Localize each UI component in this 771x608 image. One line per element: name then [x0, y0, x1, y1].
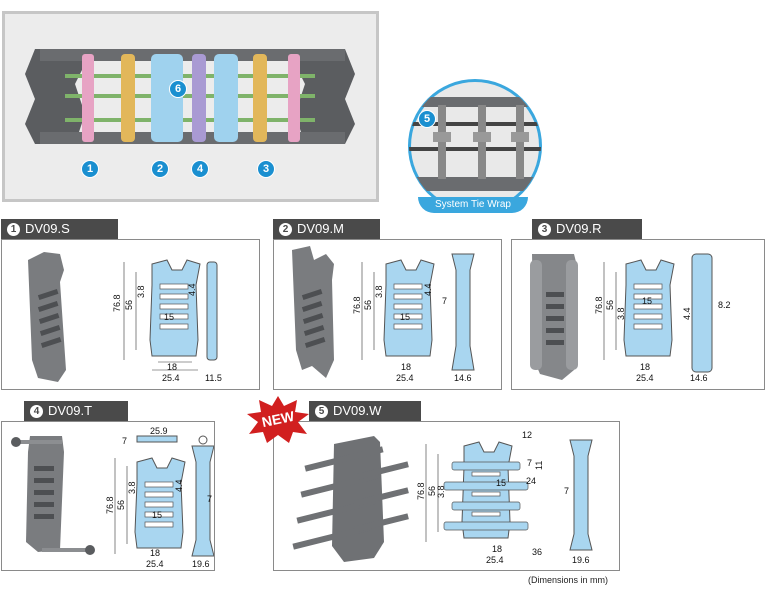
dim-8-2: 8.2: [718, 300, 731, 310]
dim-25-4: 25.4: [146, 559, 164, 569]
dim-7: 7: [442, 296, 447, 306]
dim-12: 12: [522, 430, 532, 440]
panel-dv09r: 76.8 56 3.8 4.4 15 8.2 18 25.4 14.6: [511, 239, 765, 390]
tab-dv09s: 1 DV09.S: [1, 219, 118, 239]
tab-number: 2: [279, 223, 292, 236]
tie-wrap-zoom-drawing: [408, 79, 542, 213]
dim-7-top: 7: [122, 436, 127, 446]
tie-wrap-label: System Tie Wrap: [418, 197, 528, 213]
new-badge: NEW: [245, 394, 311, 444]
badge-2: 2: [151, 160, 169, 178]
dim-18: 18: [167, 362, 177, 372]
dim-18: 18: [150, 548, 160, 558]
dim-4-4: 4.4: [174, 479, 184, 492]
dim-19-6: 19.6: [572, 555, 590, 565]
dim-7-small: 7: [527, 458, 532, 468]
dv09s-drawing: 76.8 56 3.8 4.4 15 18 25.4 11.5: [28, 252, 222, 383]
dim-36: 36: [532, 547, 542, 557]
badge-6: 6: [169, 80, 187, 98]
dim-4-4: 4.4: [682, 307, 692, 320]
dim-7: 7: [564, 486, 569, 496]
dim-76-8: 76.8: [416, 482, 426, 500]
dim-14-6: 14.6: [454, 373, 472, 383]
dim-56: 56: [363, 300, 373, 310]
chain-cross-section-drawing: [25, 49, 355, 144]
dv09r-drawing: 76.8 56 3.8 4.4 15 8.2 18 25.4 14.6: [530, 253, 731, 383]
dim-3-8: 3.8: [127, 481, 137, 494]
dim-4-4: 4.4: [187, 283, 197, 296]
dim-11: 11: [534, 461, 544, 470]
badge-4: 4: [191, 160, 209, 178]
tab-dv09w: 5 DV09.W: [309, 401, 421, 421]
tab-number: 5: [315, 405, 328, 418]
dim-14-6: 14.6: [690, 373, 708, 383]
dim-76-8: 76.8: [105, 496, 115, 514]
panel-dv09w: 76.8 56 3.8 12 11 7 24 15 7 18 25.4 36 1…: [273, 421, 620, 571]
dim-18: 18: [401, 362, 411, 372]
dim-18: 18: [492, 544, 502, 554]
panel-dv09s: 76.8 56 3.8 4.4 15 18 25.4 11.5: [1, 239, 260, 390]
dv09m-drawing: 76.8 56 3.8 4.4 15 7 18 25.4 14.6: [292, 246, 475, 383]
dim-15: 15: [496, 478, 506, 488]
dim-56: 56: [116, 500, 126, 510]
tab-title: DV09.S: [25, 221, 70, 236]
panel-dv09t: 25.9 7 76.8 56 3.8 4.4 15 7 18 25.4 19.6: [1, 421, 215, 571]
dim-3-8: 3.8: [436, 485, 446, 498]
dim-4-4: 4.4: [423, 283, 433, 296]
dim-56: 56: [427, 486, 437, 496]
dim-24: 24: [526, 476, 536, 486]
chain-cross-section-panel: 1 2 3 4 6: [2, 11, 379, 202]
dim-3-8: 3.8: [136, 285, 146, 298]
tab-title: DV09.W: [333, 403, 382, 418]
badge-5: 5: [418, 110, 436, 128]
dim-25-4: 25.4: [162, 373, 180, 383]
dim-15: 15: [400, 312, 410, 322]
dim-3-8: 3.8: [374, 285, 384, 298]
dim-76-8: 76.8: [112, 294, 122, 312]
dim-15: 15: [642, 296, 652, 306]
dim-25-4: 25.4: [396, 373, 414, 383]
tab-dv09t: 4 DV09.T: [24, 401, 128, 421]
dim-25-4: 25.4: [486, 555, 504, 565]
dv09w-drawing: 76.8 56 3.8 12 11 7 24 15 7 18 25.4 36 1…: [292, 430, 593, 565]
dim-56: 56: [124, 300, 134, 310]
tab-title: DV09.M: [297, 221, 344, 236]
dim-15: 15: [152, 510, 162, 520]
tab-title: DV09.T: [48, 403, 93, 418]
dim-11-5: 11.5: [205, 373, 222, 383]
tab-number: 3: [538, 223, 551, 236]
tab-dv09m: 2 DV09.M: [273, 219, 380, 239]
tab-number: 4: [30, 405, 43, 418]
dimensions-note: (Dimensions in mm): [528, 575, 609, 585]
dim-15: 15: [164, 312, 174, 322]
badge-3: 3: [257, 160, 275, 178]
panel-dv09m: 76.8 56 3.8 4.4 15 7 18 25.4 14.6: [273, 239, 502, 390]
dim-76-8: 76.8: [594, 296, 604, 314]
dim-3-8: 3.8: [616, 307, 626, 320]
dim-76-8: 76.8: [352, 296, 362, 314]
badge-1: 1: [81, 160, 99, 178]
dim-18: 18: [640, 362, 650, 372]
dv09t-drawing: 25.9 7 76.8 56 3.8 4.4 15 7 18 25.4 19.6: [11, 426, 214, 569]
tab-dv09r: 3 DV09.R: [532, 219, 642, 239]
tab-number: 1: [7, 223, 20, 236]
tab-title: DV09.R: [556, 221, 602, 236]
dim-25-4: 25.4: [636, 373, 654, 383]
new-starburst-icon: [247, 396, 309, 443]
dim-56: 56: [605, 300, 615, 310]
dim-19-6: 19.6: [192, 559, 210, 569]
dim-7: 7: [207, 494, 212, 504]
tie-wrap-zoom: 5 System Tie Wrap: [398, 77, 552, 215]
dim-25-9: 25.9: [150, 426, 168, 436]
